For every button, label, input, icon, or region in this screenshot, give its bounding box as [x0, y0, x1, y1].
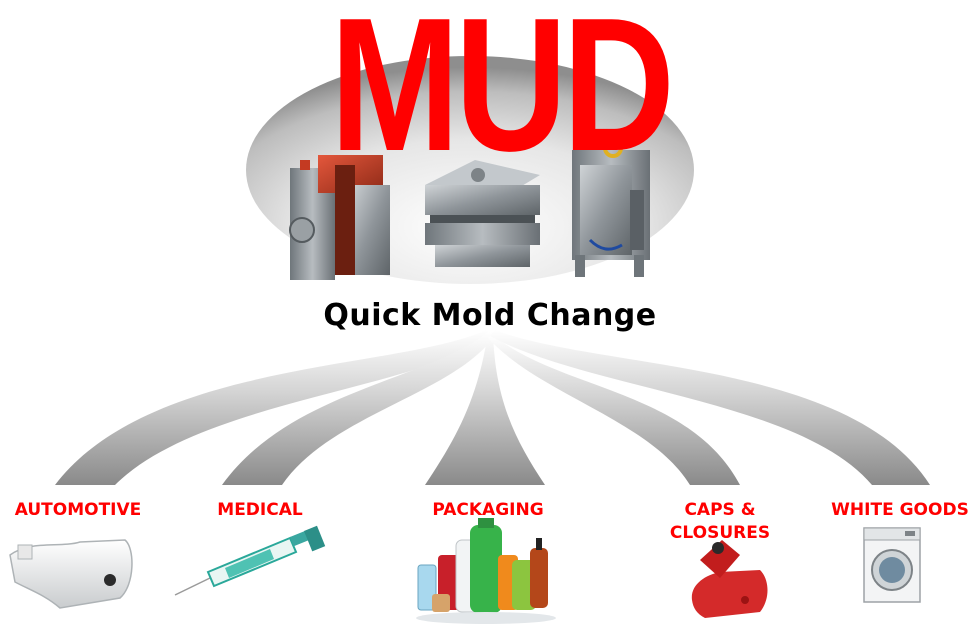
branch-caps: [488, 335, 740, 485]
mold-image-center: [425, 160, 540, 267]
category-label-packaging: PACKAGING: [432, 500, 544, 520]
mold-image-right: [572, 138, 650, 277]
mold-image-left: [289, 155, 390, 280]
category-label-medical: MEDICAL: [217, 500, 303, 520]
mud-logo: MUD: [330, 0, 675, 191]
branch-connectors: [55, 330, 930, 485]
branch-packaging: [425, 332, 545, 485]
branch-automotive: [55, 330, 492, 485]
category-label-white-goods: WHITE GOODS: [831, 500, 969, 520]
automotive-tank-image: [9, 539, 133, 609]
syringe-image: [174, 525, 326, 596]
packaging-bottles-image: [416, 518, 556, 624]
washing-machine-image: [863, 527, 921, 603]
branch-white-goods: [490, 330, 930, 485]
category-label-caps-line2: CLOSURES: [669, 523, 771, 543]
branch-medical: [222, 332, 493, 485]
category-label-automotive: AUTOMOTIVE: [14, 500, 142, 520]
category-label-caps-line1: CAPS &: [684, 500, 756, 520]
page-title: Quick Mold Change: [323, 298, 657, 333]
cap-closure-image: [691, 540, 768, 618]
